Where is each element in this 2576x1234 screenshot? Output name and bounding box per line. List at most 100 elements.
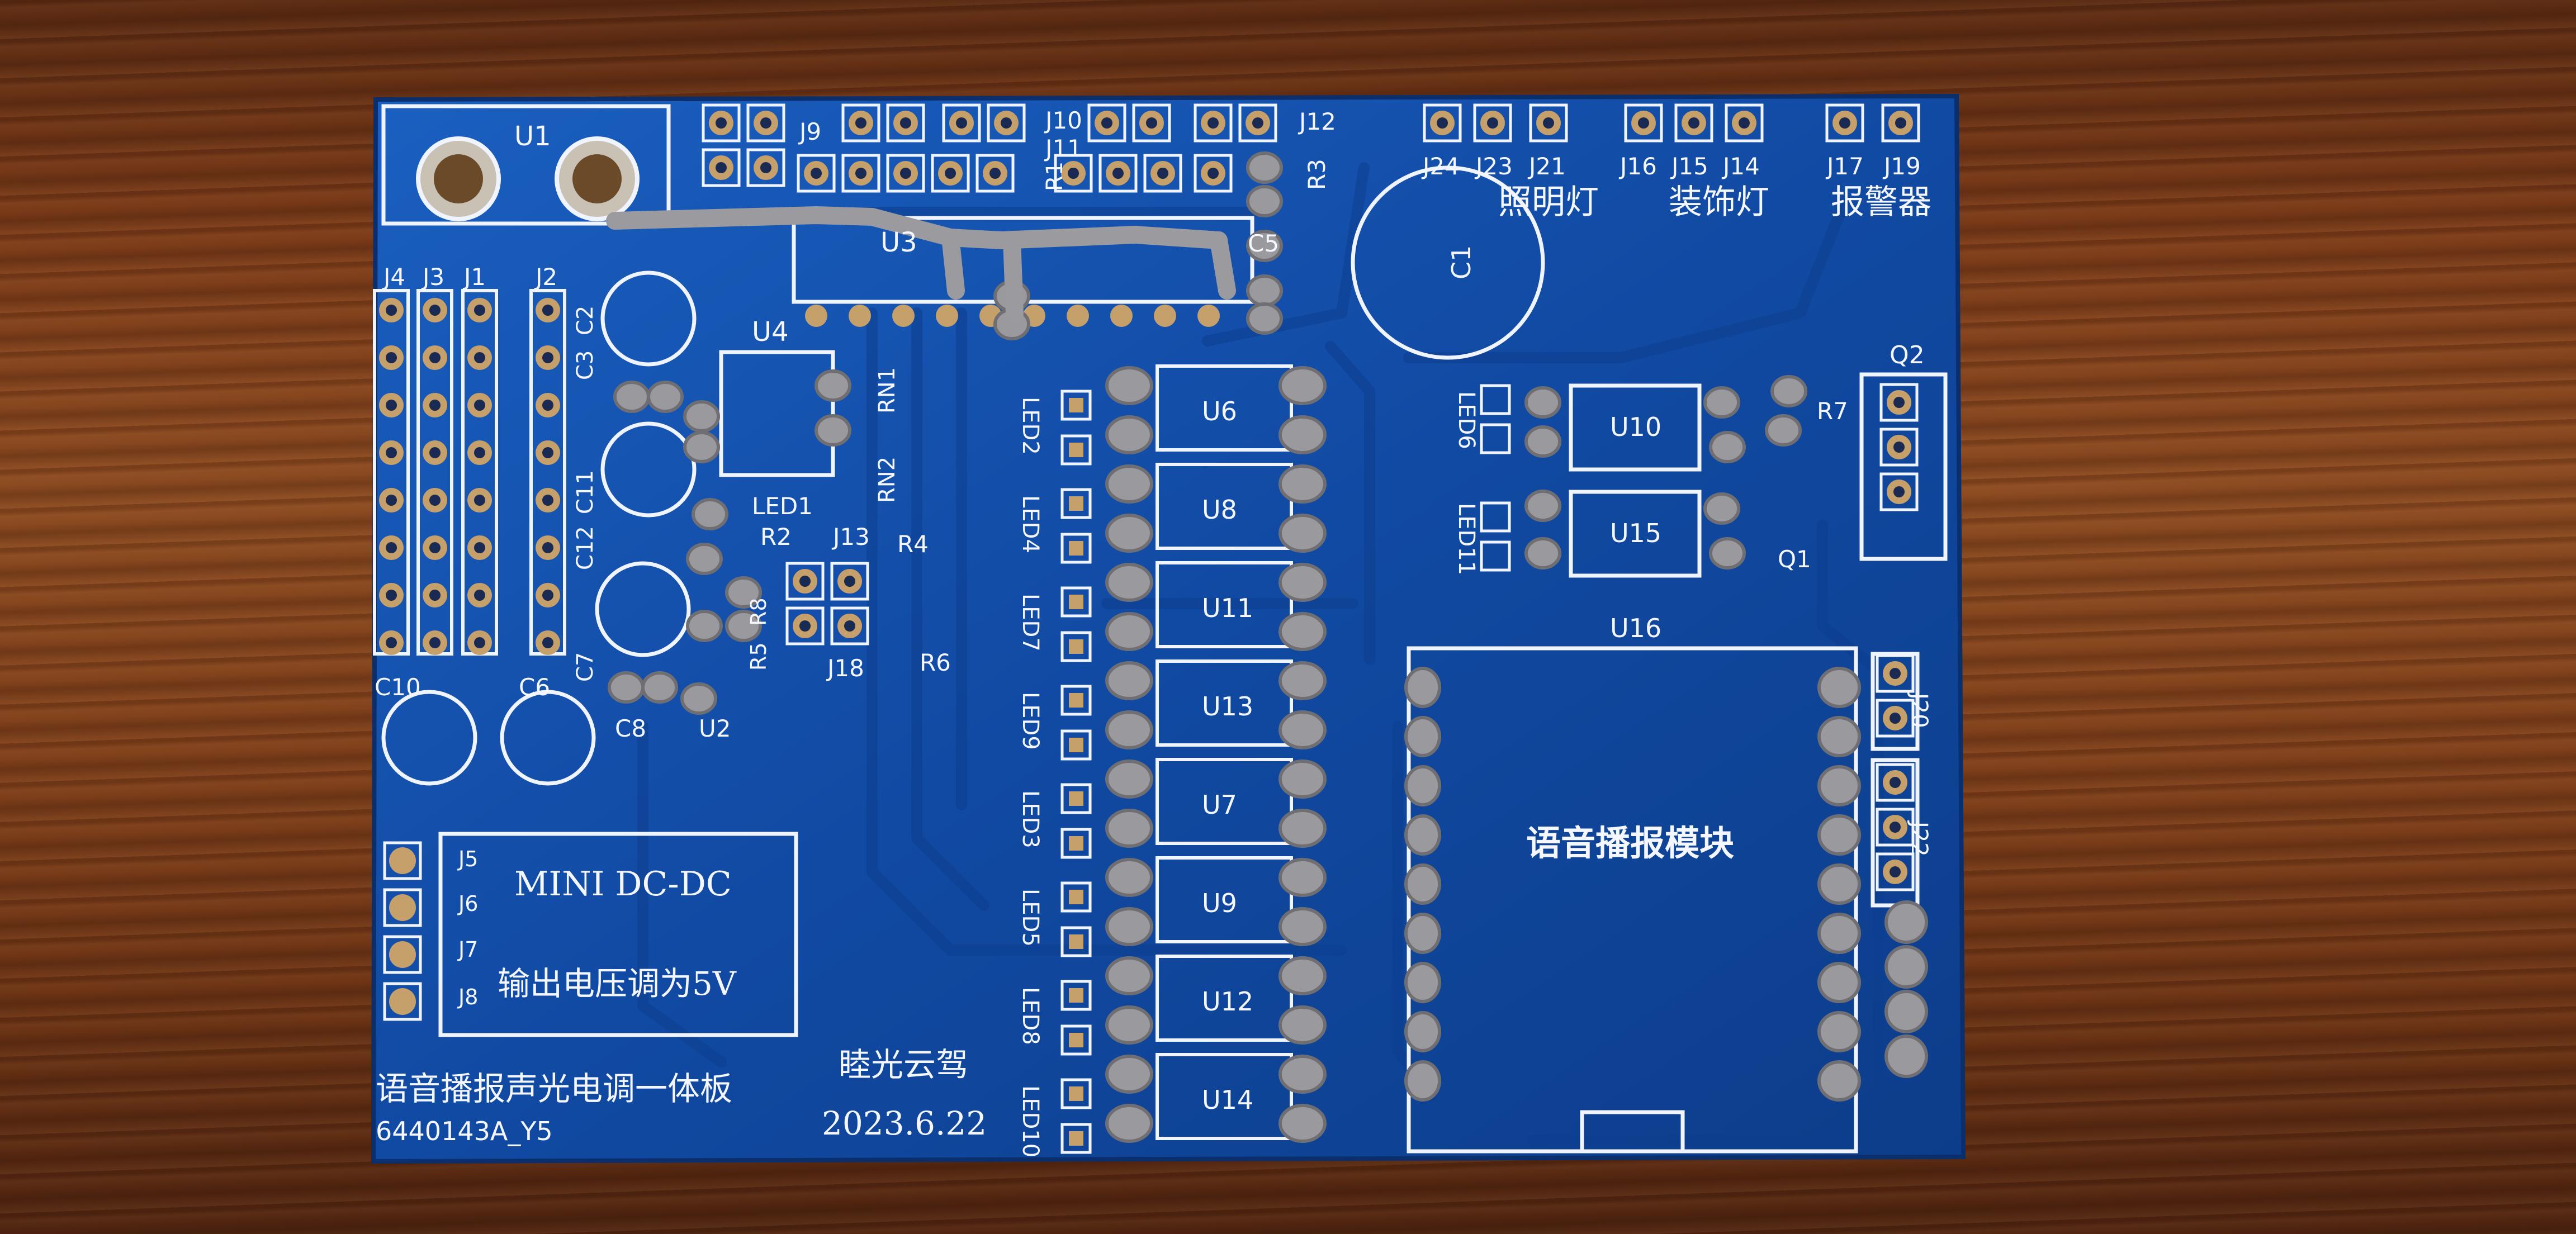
- optocoupler-outlines: [1156, 364, 1293, 1140]
- board-part-number: 6440143A_Y5: [376, 1116, 553, 1146]
- pin-frame: [841, 103, 880, 143]
- solder-blob: [1246, 274, 1283, 307]
- left-pin-headers: [373, 289, 566, 1021]
- label-j7: J7: [457, 937, 478, 962]
- label-j1: J1: [462, 263, 486, 291]
- solder-blob: [1884, 1034, 1928, 1078]
- solder-blob: [1105, 710, 1153, 749]
- pin-frame: [1473, 103, 1512, 143]
- j-pad-frame: [383, 888, 422, 927]
- solder-blob: [641, 671, 678, 704]
- solder-blob: [725, 610, 762, 642]
- led-pad: [1069, 836, 1083, 851]
- pin-frame: [830, 562, 869, 601]
- led-label-led3: LED3: [1017, 790, 1043, 848]
- label-c10: C10: [375, 673, 421, 701]
- opto-label-u11: U11: [1202, 593, 1253, 623]
- pin-hole: [844, 620, 855, 632]
- pin-hole: [1893, 486, 1905, 497]
- pin-hole: [1890, 866, 1901, 877]
- board-author: 睦光云驾: [839, 1046, 968, 1084]
- opto-label-u12: U12: [1202, 986, 1253, 1017]
- led-label-led10: LED10: [1017, 1085, 1043, 1157]
- pin-hole: [1157, 168, 1168, 179]
- pin-frame: [1087, 103, 1126, 143]
- pin-frame: [1674, 103, 1713, 143]
- led-pad: [1069, 1086, 1083, 1101]
- solder-blob: [683, 431, 720, 463]
- solder-blob: [1404, 814, 1441, 856]
- solder-blob: [1524, 386, 1561, 419]
- pin-hole: [1739, 117, 1750, 129]
- pin-frame: [1876, 699, 1915, 738]
- label-u2: U2: [699, 715, 731, 742]
- led-pad: [1069, 496, 1083, 511]
- solder-blob: [1524, 425, 1561, 458]
- solder-blob: [1105, 1104, 1153, 1143]
- solder-blob: [1404, 1011, 1441, 1052]
- pin-hole: [716, 117, 727, 129]
- led-pad: [1069, 443, 1083, 457]
- opto-outline: [1156, 364, 1293, 452]
- label-c7-side: C7: [572, 652, 598, 682]
- solder-blob: [1404, 962, 1441, 1003]
- label-r8: R8: [746, 597, 771, 626]
- label-j6: J6: [457, 891, 478, 916]
- solder-blob: [1278, 661, 1327, 700]
- label-j18: J18: [826, 654, 864, 682]
- solder-blob: [1278, 563, 1327, 602]
- label-j21: J21: [1527, 153, 1566, 180]
- pin-frame: [886, 103, 925, 143]
- board-date: 2023.6.22: [822, 1104, 987, 1142]
- led-frame: [1060, 926, 1092, 957]
- opto-outline: [1156, 463, 1293, 550]
- led-pad: [1069, 639, 1083, 654]
- led-label-led8: LED8: [1017, 987, 1043, 1045]
- dip-pad: [936, 305, 958, 327]
- header-hole: [429, 352, 441, 363]
- header-hole: [386, 447, 397, 458]
- pin-hole: [1638, 117, 1649, 129]
- led-label-led7: LED7: [1017, 594, 1043, 652]
- pin-frame: [987, 103, 1026, 143]
- solder-blob: [1278, 907, 1327, 946]
- header-hole: [474, 495, 485, 506]
- dcdc-note: 输出电压调为5V: [498, 965, 737, 1003]
- solder-blob: [1817, 1060, 1861, 1102]
- header-hole: [474, 305, 485, 316]
- dip-pad: [805, 305, 827, 327]
- label-rn1: RN1: [874, 367, 900, 414]
- label-led11: LED11: [1453, 503, 1479, 575]
- pin-hole: [1146, 117, 1157, 129]
- solder-blob: [1105, 366, 1153, 405]
- solder-blob: [1524, 490, 1561, 522]
- pin-frame: [785, 606, 825, 646]
- header-hole: [474, 447, 485, 458]
- dip-pad: [892, 305, 915, 327]
- label-c12: C12: [572, 526, 598, 570]
- solder-blob: [1278, 858, 1327, 897]
- pin-hole: [956, 117, 967, 129]
- label-c5: C5: [1248, 230, 1279, 257]
- solder-blob: [1105, 612, 1153, 651]
- label-u16: U16: [1610, 613, 1661, 643]
- solder-blob: [608, 671, 645, 704]
- header-hole: [429, 637, 441, 648]
- pin-frame: [976, 154, 1015, 193]
- header-hole: [386, 352, 397, 363]
- header-hole: [542, 542, 553, 553]
- pin-frame: [1194, 103, 1233, 143]
- solder-blob: [1709, 537, 1746, 569]
- u1-hole-right: [572, 154, 622, 203]
- label-led6: LED6: [1453, 391, 1479, 449]
- led-label-led2: LED2: [1017, 397, 1043, 455]
- solder-blob: [1105, 760, 1153, 799]
- dip-pad: [1154, 305, 1176, 327]
- label-j12: J12: [1298, 108, 1336, 135]
- label-c11: C11: [572, 470, 598, 514]
- solder-joints: [608, 151, 1928, 1143]
- pin-hole: [1890, 777, 1901, 788]
- solder-blob: [1105, 514, 1153, 553]
- u4-outline: [719, 350, 835, 477]
